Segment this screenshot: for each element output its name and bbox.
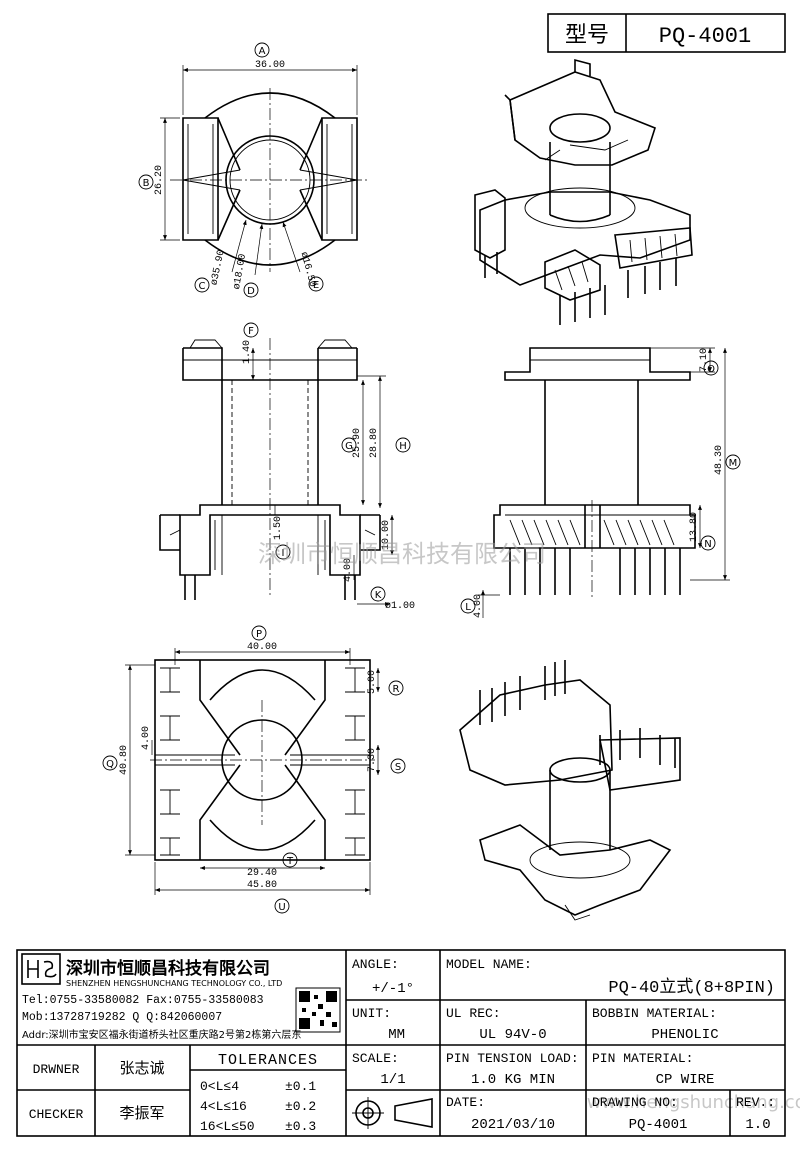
title-block: 深圳市恒顺昌科技有限公司 SHENZHEN HENGSHUNCHANG TECH… [16, 949, 786, 1137]
callout-e: E [313, 280, 319, 291]
front-view: 1.40 F 25.90 G 28.80 H 1.50 I 10.00 4.00… [159, 322, 415, 612]
model-name-value: PQ-40立式(8+8PIN) [608, 977, 775, 998]
dim-top-d-outer: ø35.90 [209, 249, 227, 287]
dim-side-total: 48.30 [714, 445, 725, 475]
scale-label: SCALE: [352, 1051, 399, 1066]
watermark-url: www.hengshunchang.com [587, 1092, 800, 1113]
callout-n: N [704, 539, 711, 550]
model-header: 型号 PQ-4001 [547, 13, 786, 53]
dim-bot-gap: 4.00 [141, 726, 152, 750]
dim-side-top: 7.10 [699, 348, 710, 372]
callout-k: K [375, 590, 382, 601]
drawing-no-label: DRAWING NO: [592, 1095, 678, 1110]
drawer-value: 张志诚 [119, 1059, 164, 1077]
rev-label: REV.: [736, 1095, 775, 1110]
checker-label: CHECKER [29, 1107, 84, 1122]
pin-tension-label: PIN TENSION LOAD: [446, 1051, 579, 1066]
callout-r: R [393, 684, 400, 695]
bobbin-material-value: PHENOLIC [651, 1027, 718, 1043]
checker-value: 李振军 [119, 1104, 164, 1122]
pin-material-label: PIN MATERIAL: [592, 1051, 693, 1066]
dim-top-height: 26.20 [154, 165, 165, 195]
watermark-text: 深圳市恒顺昌科技有限公司 [258, 540, 546, 568]
callout-g: G [345, 441, 353, 452]
callout-o: O [707, 364, 715, 375]
side-view: 7.10 O 48.30 M 13.80 N 4.00 L [460, 347, 741, 618]
callout-q: Q [106, 759, 114, 770]
callout-f: F [248, 326, 254, 337]
company-mob-qq: Mob:13728719282 Q Q:842060007 [22, 1011, 222, 1024]
isometric-view-bottom [459, 660, 681, 921]
callout-c: C [199, 281, 206, 292]
dim-front-g: 25.90 [352, 428, 363, 458]
rev-value: 1.0 [745, 1117, 770, 1133]
company-tel-fax: Tel:0755-33580082 Fax:0755-33580083 [22, 994, 264, 1007]
ul-label: UL REC: [446, 1006, 501, 1021]
callout-l: L [465, 602, 471, 613]
dim-side-base: 13.80 [689, 512, 700, 542]
company-addr: Addr:深圳市宝安区福永街道桥头社区重庆路2号第2栋第六层东 [22, 1028, 301, 1041]
callout-u: U [278, 902, 285, 913]
dim-side-pin: 4.00 [473, 594, 484, 618]
tolerances-label: TOLERANCES [218, 1052, 318, 1069]
angle-label: ANGLE: [352, 957, 399, 972]
model-header-value: PQ-4001 [659, 24, 751, 49]
dim-top-width: 36.00 [255, 60, 285, 71]
tol-row-3-value: ±0.3 [285, 1119, 316, 1134]
dim-bot-width: 40.00 [247, 642, 277, 653]
tol-row-2-value: ±0.2 [285, 1099, 316, 1114]
dim-bot-inner: 29.40 [247, 868, 277, 879]
unit-label: UNIT: [352, 1006, 391, 1021]
dim-bot-height: 40.80 [119, 745, 130, 775]
callout-b: B [143, 178, 150, 189]
company-logo [21, 953, 61, 985]
callout-s: S [395, 762, 401, 773]
dim-front-flange: 1.40 [242, 340, 253, 364]
dim-front-base: 1.50 [273, 516, 284, 540]
date-value: 2021/03/10 [471, 1117, 555, 1133]
tol-row-3-range: 16<L≤50 [200, 1119, 255, 1134]
callout-i: I [282, 548, 285, 559]
dim-front-pin-len: 4.00 [343, 558, 354, 582]
unit-value: MM [388, 1027, 405, 1043]
dim-front-h: 28.80 [369, 428, 380, 458]
callout-a: A [259, 46, 266, 57]
model-name-label: MODEL NAME: [446, 957, 532, 972]
company-name-en: SHENZHEN HENGSHUNCHANG TECHNOLOGY CO., L… [66, 979, 282, 988]
ul-value: UL 94V-0 [479, 1027, 546, 1043]
callout-m: M [729, 458, 738, 469]
scale-value: 1/1 [380, 1072, 405, 1088]
dim-bot-outer: 45.80 [247, 880, 277, 891]
top-view: 36.00 A 26.20 B ø35.90 ø18.00 ø16.50 C D… [138, 42, 370, 298]
callout-d: D [247, 286, 255, 297]
dim-bot-pitch: 5.00 [367, 670, 378, 694]
drawer-label: DRWNER [33, 1062, 80, 1077]
dim-front-pin-dia: ø1.00 [385, 601, 415, 612]
drawing-no-value: PQ-4001 [629, 1117, 688, 1133]
angle-value: +/-1° [372, 981, 414, 997]
bobbin-material-label: BOBBIN MATERIAL: [592, 1006, 717, 1021]
tol-row-2-range: 4<L≤16 [200, 1099, 247, 1114]
bottom-view: 40.00 P 40.80 Q 4.00 5.00 R 7.30 S 29.40… [102, 625, 406, 914]
pin-tension-value: 1.0 KG MIN [471, 1072, 555, 1088]
pin-material-value: CP WIRE [656, 1072, 715, 1088]
tol-row-1-value: ±0.1 [285, 1079, 316, 1094]
model-header-label: 型号 [565, 23, 609, 48]
projection-symbol-icon [352, 1097, 433, 1129]
date-label: DATE: [446, 1095, 485, 1110]
dim-bot-slot: 7.30 [367, 748, 378, 772]
callout-t: T [286, 856, 294, 867]
isometric-view-top [474, 58, 693, 325]
tol-row-1-range: 0<L≤4 [200, 1079, 239, 1094]
dim-front-base-h: 10.00 [381, 520, 392, 550]
callout-h: H [399, 441, 407, 452]
callout-p: P [256, 629, 262, 640]
company-name-cn: 深圳市恒顺昌科技有限公司 [66, 958, 270, 979]
qr-code-icon [295, 987, 341, 1033]
